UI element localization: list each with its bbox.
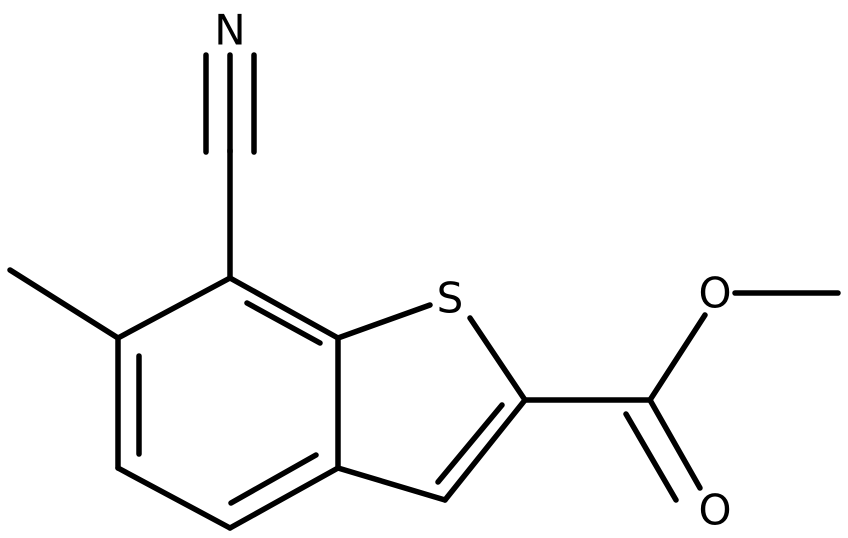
bond-benzene-5 — [115, 465, 233, 531]
bond-ester-double-b — [623, 411, 679, 503]
bond-benzene-2 — [227, 275, 341, 341]
atom-label-sulfur: S — [437, 274, 464, 323]
bond-benzene-inner-3 — [244, 300, 323, 346]
bond-ester-c-o-single — [647, 312, 708, 403]
atom-label-nitrogen: N — [214, 6, 245, 55]
bond-benzene-4 — [227, 465, 341, 531]
bond-ester-double-a — [647, 397, 703, 491]
bond-thiophene-1 — [335, 302, 433, 341]
atom-label-oxygen-ether: O — [698, 269, 731, 318]
bond-thiophene-4 — [335, 465, 448, 503]
bond-thiophene-inner — [435, 402, 505, 485]
bond-thiophene-3 — [442, 397, 528, 503]
bond-thiophene-2 — [467, 315, 528, 403]
bond-methyl — [7, 267, 121, 341]
atom-label-oxygen-carbonyl: O — [698, 486, 731, 535]
bond-benzene-1 — [115, 275, 233, 341]
bond-benzene-inner-2 — [228, 452, 319, 506]
